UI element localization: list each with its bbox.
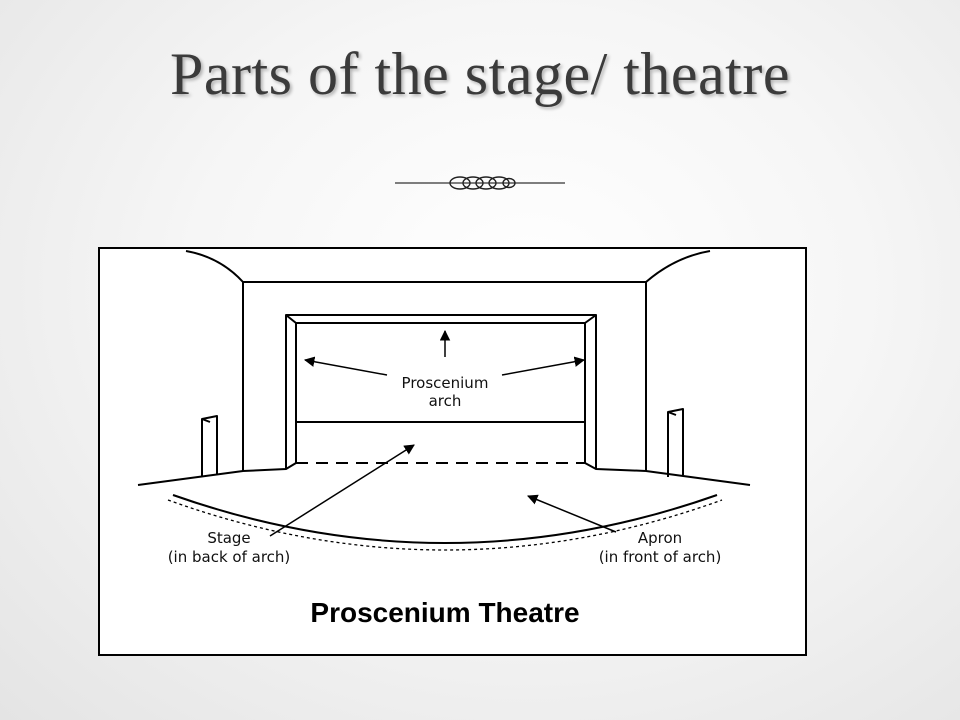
label-apron-line2: (in front of arch) [599, 548, 722, 566]
arrow-proscenium-right [501, 356, 586, 376]
side-box-right-edge [667, 411, 677, 416]
apron-edge [172, 494, 718, 544]
diagram-caption: Proscenium Theatre [310, 597, 579, 628]
arrow-apron [527, 494, 617, 533]
proscenium-drawing: Proscenium arch Stage (in back of arch) … [137, 250, 751, 628]
label-proscenium-line1: Proscenium [402, 374, 489, 392]
arch-bevel-left [242, 323, 297, 472]
ceiling-curve-left [185, 250, 244, 283]
proscenium-diagram: Proscenium arch Stage (in back of arch) … [98, 247, 807, 656]
arch-frame [285, 314, 597, 469]
ceiling-curve-right [645, 250, 711, 283]
label-apron-line1: Apron [638, 529, 682, 547]
arrow-proscenium-left [303, 356, 388, 376]
arch-bevel-right [584, 323, 647, 472]
apron-base [167, 499, 723, 551]
side-box-left-edge [201, 418, 211, 423]
arrow-stage [269, 444, 415, 537]
ornament-divider [395, 176, 565, 190]
label-stage-line2: (in back of arch) [168, 548, 291, 566]
stage-floor-right [645, 470, 751, 486]
side-box-left [201, 415, 218, 477]
slide-title: Parts of the stage/ theatre [170, 41, 790, 107]
side-box-right [667, 408, 684, 477]
label-proscenium-line2: arch [429, 392, 462, 410]
stage-floor-left [137, 470, 244, 486]
label-stage-line1: Stage [207, 529, 250, 547]
